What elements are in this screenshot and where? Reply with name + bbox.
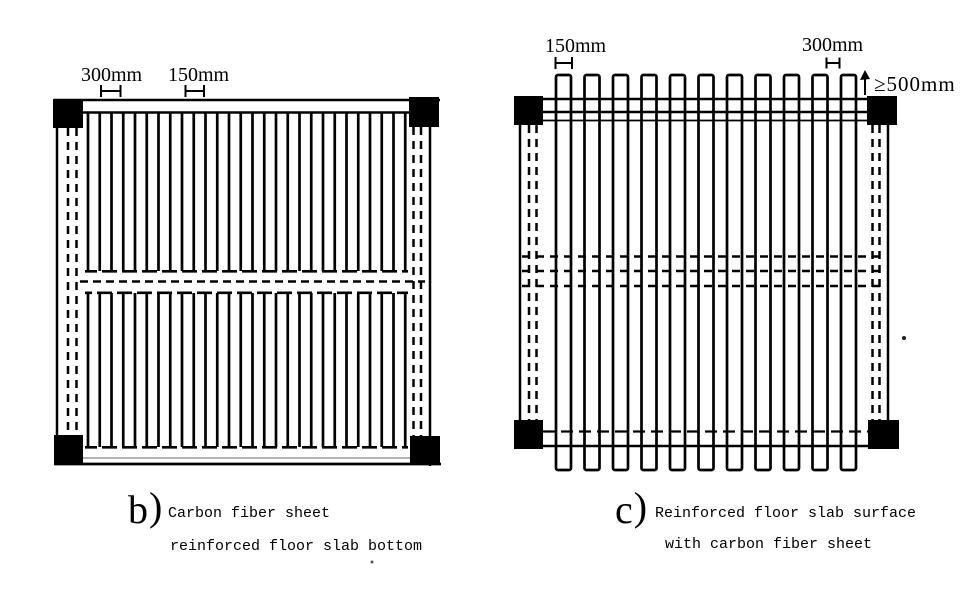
svg-text:≥500mm: ≥500mm xyxy=(874,72,956,96)
svg-text:Reinforced floor slab surface: Reinforced floor slab surface xyxy=(655,505,916,522)
svg-text:300mm: 300mm xyxy=(81,64,143,86)
svg-text:with carbon fiber sheet: with carbon fiber sheet xyxy=(665,536,872,553)
svg-text:Carbon fiber sheet: Carbon fiber sheet xyxy=(168,505,330,522)
svg-text:150mm: 150mm xyxy=(168,64,230,86)
svg-text:c): c) xyxy=(615,484,647,532)
svg-text:reinforced floor slab bottom: reinforced floor slab bottom xyxy=(170,538,422,555)
svg-text:150mm: 150mm xyxy=(545,35,607,57)
svg-text:300mm: 300mm xyxy=(802,34,864,56)
svg-text:b): b) xyxy=(128,484,162,532)
